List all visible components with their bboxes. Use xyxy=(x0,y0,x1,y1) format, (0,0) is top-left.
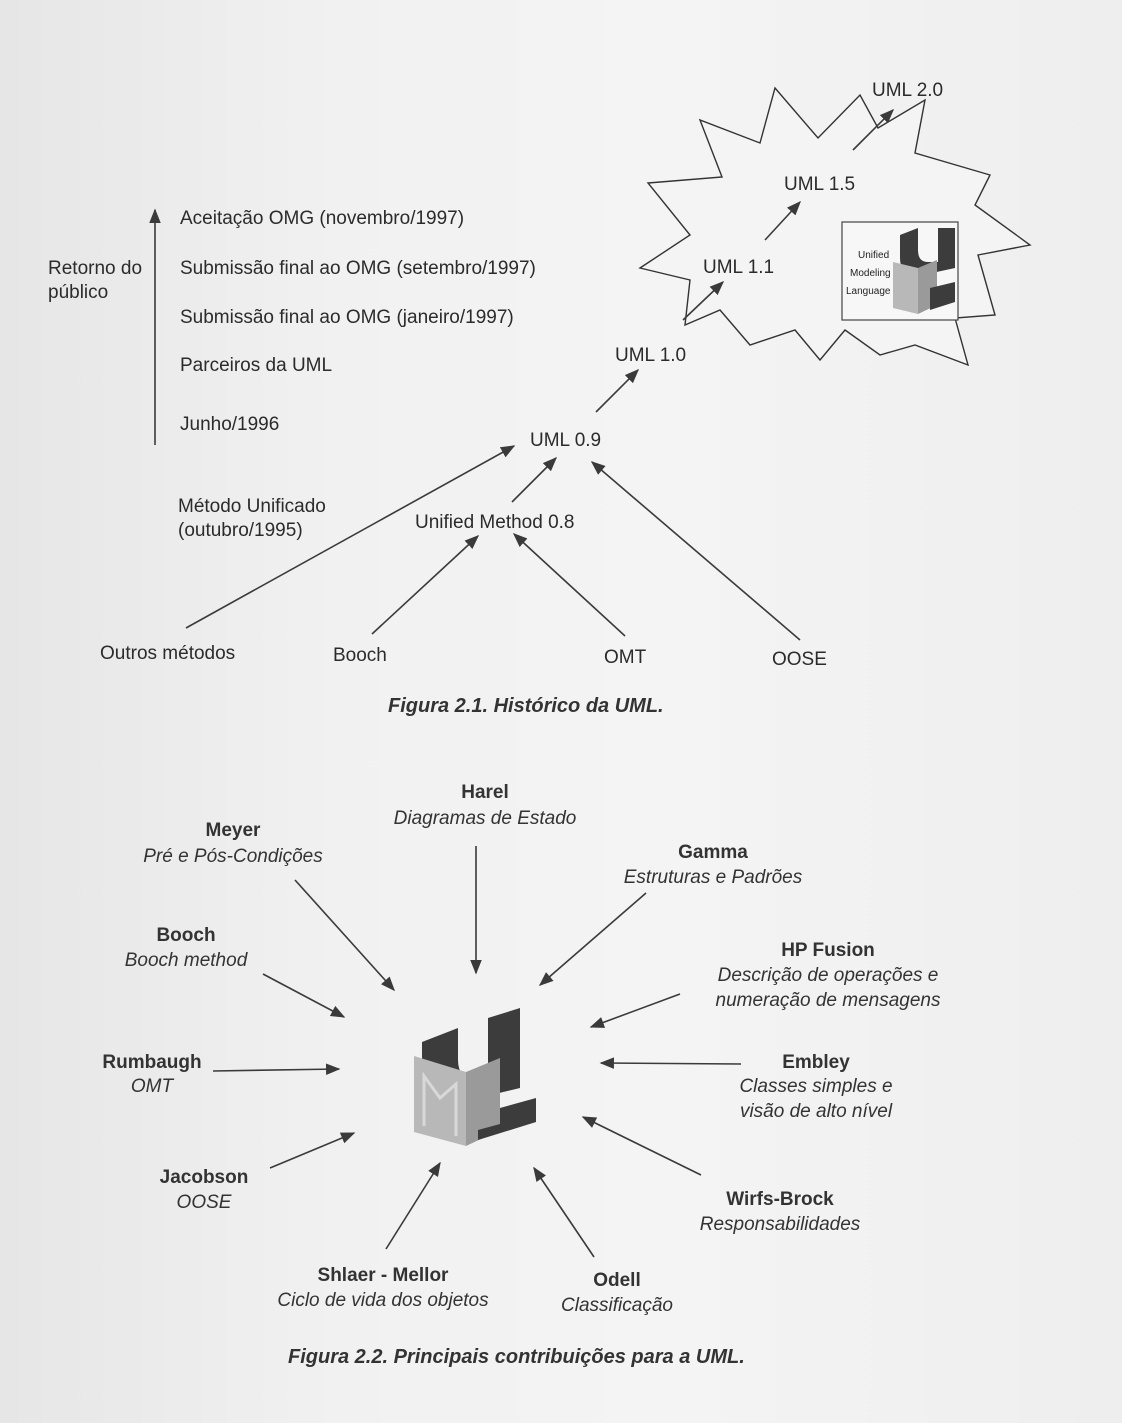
contributor-wirfs-brock-name: Wirfs-Brock xyxy=(726,1189,834,1210)
contributor-hp-fusion-desc-2: numeração de mensagens xyxy=(716,990,941,1011)
logo-text-line-1: Unified xyxy=(858,250,889,261)
node-omt: OMT xyxy=(604,647,647,668)
contributor-rumbaugh-desc: OMT xyxy=(131,1076,175,1097)
node-uml-1-0: UML 1.0 xyxy=(615,345,686,366)
contributor-shlaer-mellor-name: Shlaer - Mellor xyxy=(318,1265,450,1286)
timeline-item-4: Parceiros da UML xyxy=(180,355,332,376)
contributor-odell-desc: Classificação xyxy=(561,1295,673,1316)
node-oose: OOSE xyxy=(772,649,827,670)
starburst-shape xyxy=(638,86,1032,367)
contributor-gamma-desc: Estruturas e Padrões xyxy=(624,867,803,888)
node-uml-1-5: UML 1.5 xyxy=(784,174,855,195)
contributor-gamma-name: Gamma xyxy=(678,842,748,863)
arrow-embley xyxy=(599,1057,742,1069)
contributor-meyer-name: Meyer xyxy=(206,820,262,841)
arrow-1-5-to-2-0 xyxy=(852,108,895,151)
node-uml-1-1: UML 1.1 xyxy=(703,257,774,278)
node-booch: Booch xyxy=(333,645,387,666)
figure-1-caption: Figura 2.1. Histórico da UML. xyxy=(388,695,664,717)
contributor-booch-desc: Booch method xyxy=(125,950,249,971)
arrow-meyer xyxy=(294,879,395,992)
arrow-omt-to-0-8 xyxy=(512,533,626,637)
contributor-wirfs-brock-desc: Responsabilidades xyxy=(700,1214,861,1235)
timeline-item-1: Aceitação OMG (novembro/1997) xyxy=(180,208,464,229)
arrow-jacobson xyxy=(269,1132,356,1169)
contributor-meyer-desc: Pré e Pós-Condições xyxy=(143,846,323,867)
unified-method-label-line-2: (outubro/1995) xyxy=(178,520,303,541)
contributor-embley-desc-1: Classes simples e xyxy=(739,1076,892,1097)
arrow-odell xyxy=(533,1166,595,1258)
arrow-gamma xyxy=(538,892,647,986)
timeline-label-line-1: Retorno do xyxy=(48,258,142,279)
arrow-booch-to-0-8 xyxy=(371,535,480,635)
contributor-embley-name: Embley xyxy=(782,1052,850,1073)
logo-text-line-2: Modeling xyxy=(850,268,891,279)
contributor-shlaer-mellor-desc: Ciclo de vida dos objetos xyxy=(277,1290,489,1311)
arrow-rumbaugh xyxy=(212,1063,341,1075)
contributor-harel-desc: Diagramas de Estado xyxy=(394,808,577,829)
arrow-booch xyxy=(262,973,346,1018)
arrow-1-1-to-1-5 xyxy=(764,200,801,241)
uml-logo-large xyxy=(414,1008,536,1146)
node-uml-0-9: UML 0.9 xyxy=(530,430,601,451)
uml-logo-small: Unified Modeling Language xyxy=(841,221,959,321)
contributor-jacobson-desc: OOSE xyxy=(177,1192,232,1213)
arrow-outros-to-0-9 xyxy=(185,445,516,629)
arrow-oose-to-0-9 xyxy=(590,461,801,641)
timeline-item-5: Junho/1996 xyxy=(180,414,279,435)
unified-method-label-line-1: Método Unificado xyxy=(178,496,326,517)
arrow-0-9-to-1-0 xyxy=(595,368,640,413)
contributor-rumbaugh-name: Rumbaugh xyxy=(102,1052,201,1073)
timeline-item-3: Submissão final ao OMG (janeiro/1997) xyxy=(180,307,514,328)
contributor-jacobson-name: Jacobson xyxy=(160,1167,249,1188)
figure-1: Unified Modeling Language Retorno do púb… xyxy=(48,80,1032,717)
timeline-label-line-2: público xyxy=(48,282,108,303)
node-uml-2-0: UML 2.0 xyxy=(872,80,943,101)
arrow-hp-fusion xyxy=(589,993,681,1028)
contributor-hp-fusion-desc-1: Descrição de operações e xyxy=(718,965,939,986)
node-unified-method-0-8: Unified Method 0.8 xyxy=(415,512,575,533)
arrow-1-0-to-1-1 xyxy=(682,281,725,321)
node-outros-metodos: Outros métodos xyxy=(100,643,235,664)
arrow-wirfs-brock xyxy=(581,1116,702,1176)
arrow-0-8-to-0-9 xyxy=(511,456,558,503)
contributor-embley-desc-2: visão de alto nível xyxy=(740,1101,893,1122)
timeline-item-2: Submissão final ao OMG (setembro/1997) xyxy=(180,258,536,279)
logo-text-line-3: Language xyxy=(846,286,891,297)
figure-2: Harel Diagramas de Estado Meyer Pré e Pó… xyxy=(102,782,941,1368)
contributor-odell-name: Odell xyxy=(593,1270,641,1291)
contributor-hp-fusion-name: HP Fusion xyxy=(781,940,875,961)
arrow-shlaer-mellor xyxy=(385,1161,441,1250)
contributor-harel-name: Harel xyxy=(461,782,509,803)
contributor-booch-name: Booch xyxy=(156,925,215,946)
figure-2-caption: Figura 2.2. Principais contribuições par… xyxy=(288,1346,745,1368)
